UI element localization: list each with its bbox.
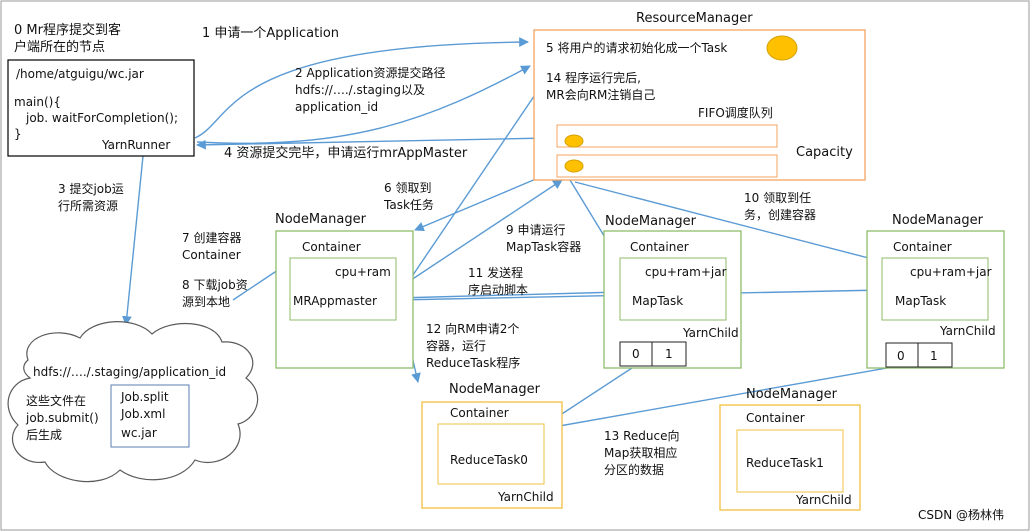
- maptask-1-cpu: cpu+ram+jar: [645, 265, 727, 279]
- step6-line2: Task任务: [383, 197, 434, 212]
- step11-line2: 序启动脚本: [468, 282, 528, 297]
- step12-line1: 12 向RM申请2个: [426, 321, 519, 336]
- yarn-runner-label: YarnRunner: [101, 138, 170, 152]
- rm-step14-line2: MR会向RM注销自己: [546, 87, 655, 102]
- yarnchild-label: YarnChild: [939, 324, 996, 338]
- step1-label: 1 申请一个Application: [202, 26, 339, 41]
- step2-line1: 2 Application资源提交路径: [295, 65, 446, 80]
- step8-line2: 源到本地: [182, 295, 230, 309]
- hdfs-note-line2: job.submit(): [25, 411, 99, 425]
- csdn-watermark: CSDN @杨林伟: [918, 507, 1004, 522]
- client-main-line: main(){: [14, 95, 61, 109]
- step9-line1: 9 申请运行: [506, 223, 565, 237]
- nm2-container-label: Container: [630, 240, 689, 254]
- nm4-container-label: Container: [450, 406, 509, 420]
- hdfs-path-label: hdfs://…./.staging/application_id: [33, 365, 226, 379]
- task-dot: [766, 35, 798, 61]
- step3-line1: 3 提交job运: [58, 181, 124, 196]
- mrappmaster-container: [289, 257, 397, 321]
- client-caption-line1: 0 Mr程序提交到客: [14, 22, 121, 38]
- arrow-step3: [122, 155, 144, 326]
- maptask-container-1: [619, 257, 727, 321]
- nodemanager-4-title: NodeManager: [449, 382, 541, 397]
- arrow-step13-right: [547, 365, 899, 432]
- rm-step14-line1: 14 程序运行完后,: [546, 70, 641, 85]
- nodemanager-3-title: NodeManager: [892, 213, 984, 228]
- step10-line2: 务，创建容器: [744, 207, 816, 222]
- step10-line1: 10 领取到任: [744, 191, 811, 205]
- arrow-step11-left: [396, 287, 621, 299]
- nodemanager-1-title: NodeManager: [275, 212, 367, 227]
- capacity-label: Capacity: [796, 145, 853, 160]
- arrow-step9: [395, 179, 563, 291]
- client-jar-path: /home/atguigu/wc.jar: [16, 67, 144, 81]
- step9-line2: MapTask容器: [506, 239, 581, 254]
- step2-line3: application_id: [295, 100, 378, 114]
- nm3-container-label: Container: [893, 240, 952, 254]
- nm5-container-label: Container: [746, 411, 805, 425]
- maptask-container-2: [881, 257, 989, 321]
- reducetask1-label: ReduceTask1: [746, 456, 824, 470]
- step13-line3: 分区的数据: [604, 462, 664, 477]
- reducetask0-container: [437, 423, 545, 485]
- hdfs-note-line3: 后生成: [26, 428, 62, 442]
- step4-label: 4 资源提交完毕，申请运行mrAppMaster: [224, 145, 468, 161]
- partition-0-label: 0: [897, 349, 905, 363]
- partition-0-box: [619, 341, 653, 367]
- job-files-box: [110, 384, 190, 448]
- maptask-2-cpu: cpu+ram+jar: [910, 265, 992, 279]
- job-file-item: Job.split: [120, 390, 169, 404]
- mrappmaster-label: MRAppmaster: [293, 294, 377, 308]
- nodemanager-5-title: NodeManager: [746, 387, 838, 402]
- step7-line2: Container: [182, 248, 241, 262]
- step7-line1: 7 创建容器: [182, 230, 241, 245]
- nodemanager-2-title: NodeManager: [605, 214, 697, 229]
- arrow-step10-right: [574, 181, 885, 265]
- client-node-box: [7, 59, 195, 157]
- yarnchild-label: YarnChild: [497, 490, 554, 504]
- partition-1-box: [917, 342, 953, 368]
- nm1-container-label: Container: [302, 240, 361, 254]
- queue-slot-1: [556, 124, 778, 148]
- resource-manager-title: ResourceManager: [636, 11, 753, 26]
- client-wait-line: job. waitForCompletion();: [25, 111, 178, 125]
- step11-line1: 11 发送程: [468, 265, 523, 280]
- maptask-1-label: MapTask: [632, 294, 683, 308]
- queue-slot-2: [556, 154, 778, 178]
- queued-task-dot: [564, 159, 584, 173]
- yarnchild-label: YarnChild: [795, 493, 852, 507]
- partition-0-label: 0: [632, 347, 640, 361]
- client-caption-line2: 户端所在的节点: [14, 39, 105, 55]
- reducetask1-container: [736, 429, 844, 493]
- step13-line2: Map获取相应: [604, 445, 677, 460]
- job-file-item: Job.xml: [120, 407, 165, 421]
- step2-line2: hdfs://…./.staging以及: [295, 83, 425, 97]
- yarnchild-label: YarnChild: [682, 326, 739, 340]
- reducetask0-label: ReduceTask0: [450, 453, 528, 467]
- fifo-queue-label: FIFO调度队列: [698, 105, 773, 120]
- queued-task-dot: [564, 134, 584, 148]
- step8-line1: 8 下载job资: [182, 278, 248, 292]
- client-close-brace: }: [14, 127, 22, 141]
- partition-1-label: 1: [665, 347, 673, 361]
- arrow-step1: [194, 37, 529, 139]
- arrow-step14: [395, 79, 546, 301]
- maptask-2-label: MapTask: [895, 294, 946, 308]
- step12-line3: ReduceTask程序: [426, 355, 520, 370]
- rm-step5-label: 5 将用户的请求初始化成一个Task: [546, 40, 727, 55]
- step3-line2: 行所需资源: [58, 199, 118, 213]
- arrow-step2: [196, 65, 531, 144]
- partition-1-box: [651, 341, 687, 367]
- step12-line2: 容器，运行: [426, 338, 486, 353]
- arrow-step4: [196, 137, 549, 150]
- partition-1-label: 1: [930, 349, 938, 363]
- mrappmaster-cpu: cpu+ram: [335, 265, 391, 279]
- step6-line1: 6 领取到: [384, 181, 431, 195]
- job-file-item: wc.jar: [121, 426, 157, 440]
- hdfs-note-line1: 这些文件在: [26, 393, 86, 408]
- step13-line1: 13 Reduce向: [604, 428, 679, 443]
